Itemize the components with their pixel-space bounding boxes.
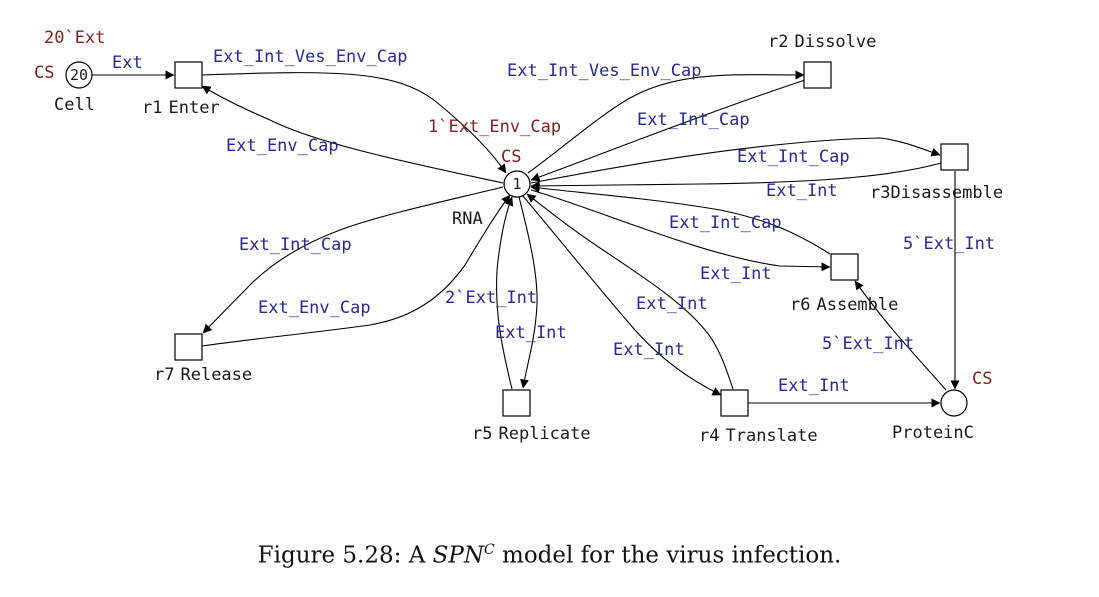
arc-proteinc-r6 [854,280,947,391]
place-cell-label: Cell [54,95,95,115]
arc-rna-r2 [527,70,805,174]
place-cell-token: 20 [70,66,88,84]
place-rna-colorset: CS [501,147,521,167]
arc-r1-rna [201,72,507,174]
arc-label-rna-r5: Ext_Int [495,323,567,343]
arc-r5-rna [496,196,514,390]
place-proteinc-colorset: CS [972,369,992,389]
arc-rna-r4 [522,195,722,396]
arc-r2-rna [530,79,806,182]
arcs [92,70,960,408]
arc-r4-rna [526,193,734,390]
arc-label-r7-rna: Ext_Env_Cap [258,298,371,318]
arc-rna-r6 [530,189,831,272]
arc-label-cell-r1: Ext [112,53,143,73]
arc-label-r1-rna: Ext_Int_Ves_Env_Cap [213,47,407,67]
arc-label-rna-r6: Ext_Int_Cap [669,213,782,233]
arc-label-r3-proteinc: 5`Ext_Int [903,234,995,254]
place-rna-label: RNA [452,209,483,229]
place-rna: 1 CS 1`Ext_Env_Cap RNA [428,117,561,229]
arc-label-r4-proteinc: Ext_Int [778,376,850,396]
arc-r3-rna [530,162,942,191]
place-rna-token: 1 [512,175,521,193]
arc-labels: Ext Ext_Int_Ves_Env_Cap Ext_Env_Cap Ext_… [112,47,995,396]
arc-label-r4-rna: Ext_Int [636,294,708,314]
arc-label-r3-rna: Ext_Int [766,181,838,201]
place-cell: 20 CS 20`Ext Cell [34,28,105,115]
place-rna-initial-marking: 1`Ext_Env_Cap [428,117,561,137]
arc-label-rna-r1: Ext_Env_Cap [226,136,339,156]
arc-r7-rna [201,194,511,347]
place-cell-initial-marking: 20`Ext [44,28,105,48]
arc-label-r6-rna: Ext_Int [700,264,772,284]
place-proteinc: CS ProteinC [892,369,992,443]
arc-label-r2-rna: Ext_Int_Cap [637,110,750,130]
arc-label-rna-r4: Ext_Int [613,340,685,360]
caption-model: SPN [432,542,484,569]
arc-rna-r5 [518,196,538,389]
arc-label-r5-rna: 2`Ext_Int [445,288,537,308]
place-cell-colorset: CS [34,63,54,83]
figure-caption: Figure 5.28: A SPNC model for the virus … [0,542,1099,569]
arc-rna-r7 [202,186,504,334]
place-proteinc-label: ProteinC [892,423,974,443]
caption-prefix: Figure 5.28: A [257,542,433,569]
arc-rna-r1 [201,85,504,184]
arc-rna-r3 [530,137,941,184]
transition-r3-label: r3Disassemble [870,183,1003,203]
transition-r3: r3Disassemble [870,143,1003,203]
arc-label-proteinc-r6: 5`Ext_Int [822,334,914,354]
arc-label-rna-r3: Ext_Int_Cap [737,147,850,167]
arc-r6-rna [530,183,831,255]
caption-suffix: model for the virus infection. [494,542,842,569]
arc-label-rna-r2: Ext_Int_Ves_Env_Cap [507,61,701,81]
caption-superscript: C [483,542,495,558]
arc-label-rna-r7: Ext_Int_Cap [239,235,352,255]
